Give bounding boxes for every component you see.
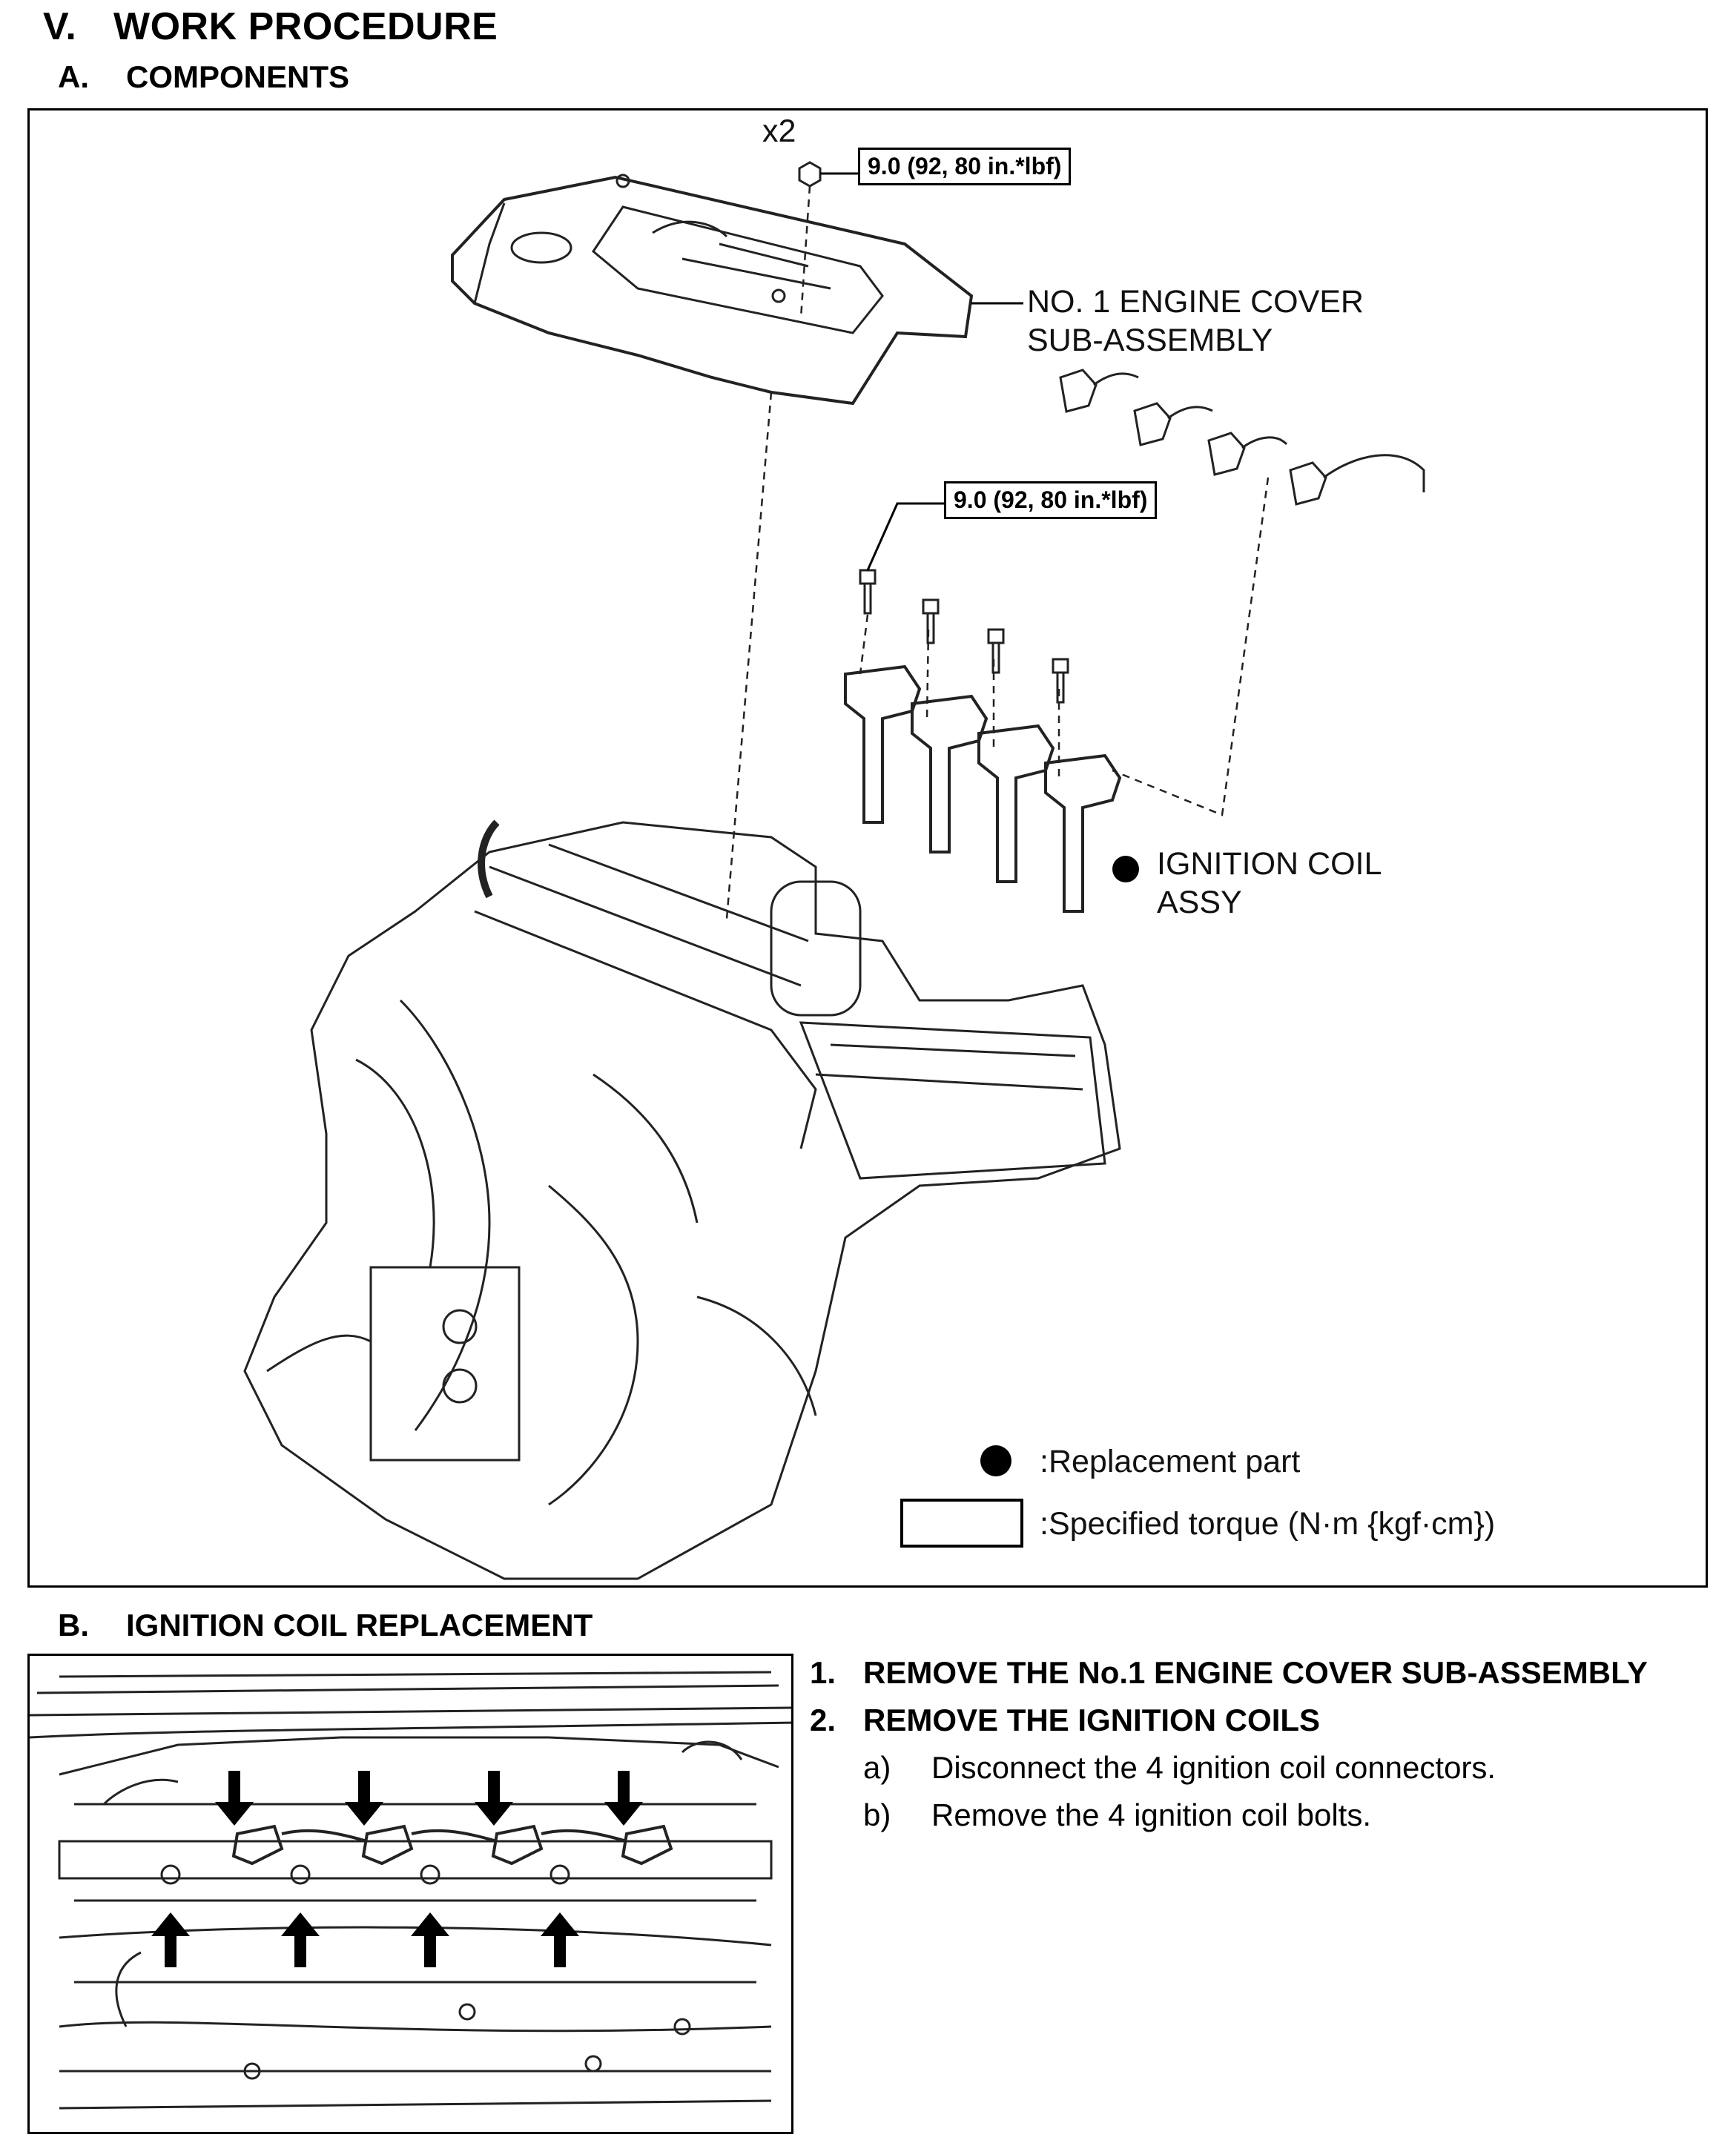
connector-arrow-icons — [215, 1771, 643, 1826]
cover-label-line2: SUB-ASSEMBLY — [1027, 323, 1273, 358]
replacement-title: IGNITION COIL REPLACEMENT — [126, 1608, 593, 1642]
step-1: 1. REMOVE THE No.1 ENGINE COVER SUB-ASSEM… — [810, 1649, 1648, 1697]
legend-replacement-text: :Replacement part — [1040, 1444, 1301, 1479]
coil-connectors-photo-drawing — [231, 1824, 673, 1866]
coil-bolts-drawing — [859, 569, 1069, 704]
substep-letter: a) — [863, 1750, 891, 1785]
engine-cover-drawing — [451, 174, 974, 406]
components-number: A. — [58, 59, 89, 94]
legend-torque-box-icon — [900, 1499, 1023, 1548]
cover-nut-drawing — [798, 161, 822, 188]
substep-a: a) Disconnect the 4 ignition coil connect… — [810, 1744, 1648, 1792]
replacement-heading: B. IGNITION COIL REPLACEMENT — [58, 1608, 593, 1643]
substep-b: b) Remove the 4 ignition coil bolts. — [810, 1792, 1648, 1839]
substep-text: Remove the 4 ignition coil bolts. — [931, 1797, 1371, 1832]
coil-label-line2: ASSY — [1157, 885, 1242, 920]
engine-exploded-drawing — [243, 161, 1425, 1580]
step-number: 1. — [810, 1655, 836, 1690]
cover-label-line1: NO. 1 ENGINE COVER — [1027, 284, 1364, 320]
step-text: REMOVE THE No.1 ENGINE COVER SUB-ASSEMBL… — [863, 1655, 1648, 1690]
engine-bay-photo — [27, 1654, 793, 2134]
substep-text: Disconnect the 4 ignition coil connector… — [931, 1750, 1496, 1785]
qty-label: x2 — [762, 113, 796, 149]
coil-label: IGNITION COIL ASSY — [1157, 845, 1382, 922]
coil-bolts-photo-drawing — [160, 1864, 691, 2080]
torque-box-cover: 9.0 (92, 80 in.*lbf) — [858, 148, 1072, 185]
section-title: WORK PROCEDURE — [113, 5, 498, 48]
engine-bay-drawing — [30, 1671, 791, 2110]
replacement-number: B. — [58, 1608, 89, 1642]
legend-replacement-dot-icon — [980, 1445, 1011, 1476]
coil-connectors-drawing — [1059, 369, 1425, 506]
step-number: 2. — [810, 1703, 836, 1737]
components-title: COMPONENTS — [126, 59, 350, 94]
step-text: REMOVE THE IGNITION COILS — [863, 1703, 1321, 1737]
cover-label: NO. 1 ENGINE COVER SUB-ASSEMBLY — [1027, 283, 1364, 360]
torque-box-coil: 9.0 (92, 80 in.*lbf) — [944, 481, 1158, 519]
bolt-arrow-icons — [151, 1912, 579, 1967]
coil-label-line1: IGNITION COIL — [1157, 846, 1382, 882]
legend-torque-text: :Specified torque (N·m {kgf·cm}) — [1040, 1506, 1496, 1542]
ignition-coils-drawing — [844, 664, 1122, 913]
arrow-markers — [151, 1771, 643, 1967]
leader-lines — [820, 172, 1023, 571]
components-diagram: x2 9.0 (92, 80 in.*lbf) 9.0 (92, 80 in.*… — [27, 108, 1708, 1588]
section-number: V. — [43, 5, 77, 48]
engine-block-drawing — [243, 819, 1121, 1580]
components-heading: A. COMPONENTS — [58, 59, 349, 95]
coil-replacement-dot-icon — [1112, 856, 1139, 882]
section-heading: V. WORK PROCEDURE — [43, 4, 498, 49]
procedure-steps: 1. REMOVE THE No.1 ENGINE COVER SUB-ASSEM… — [810, 1649, 1648, 1839]
step-2: 2. REMOVE THE IGNITION COILS — [810, 1697, 1648, 1744]
substep-letter: b) — [863, 1797, 891, 1832]
